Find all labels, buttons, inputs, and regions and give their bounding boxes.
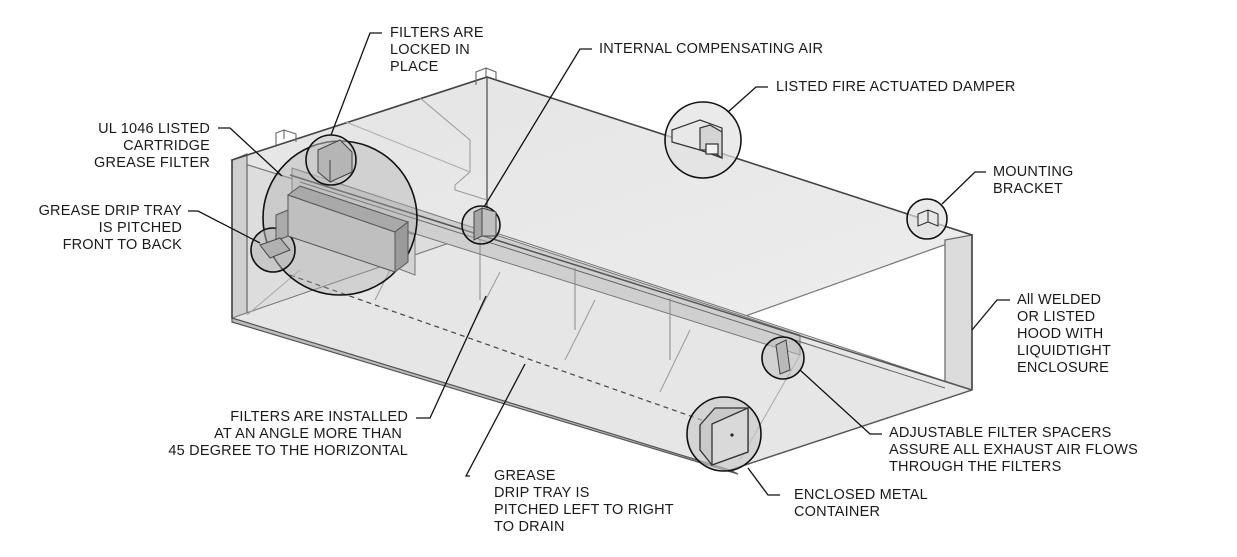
label-filters-angle: FILTERS ARE INSTALLED AT AN ANGLE MORE T… (168, 409, 408, 459)
label-welded-hood: All WELDED OR LISTED HOOD WITH LIQUIDTIG… (1017, 292, 1112, 376)
leader-filters-locked (330, 32, 382, 136)
leader-fire-damper (727, 86, 768, 113)
leader-welded-hood (971, 299, 1010, 331)
internal-air-detail (473, 207, 497, 241)
leader-mounting-bracket (941, 171, 986, 205)
drip-tray-detail (259, 237, 291, 259)
label-ul-1046-filter: UL 1046 LISTED CARTRIDGE GREASE FILTER (94, 121, 210, 171)
metal-container-detail (699, 406, 749, 466)
filter-bank-top-line-2 (299, 181, 946, 389)
label-filters-locked: FILTERS ARE LOCKED IN PLACE (390, 25, 484, 75)
label-drip-tray-front-to-back: GREASE DRIP TRAY IS PITCHED FRONT TO BAC… (38, 203, 182, 253)
leader-drip-tray-front (188, 210, 261, 244)
drip-tray-dashed-line (289, 274, 731, 431)
filter-bank-top-line (289, 174, 973, 391)
internal-baffle-outline (419, 97, 488, 201)
tray-crease (659, 329, 691, 393)
label-adjustable-spacers: ADJUSTABLE FILTER SPACERS ASSURE ALL EXH… (889, 425, 1138, 475)
hood-right-end-panel (944, 234, 973, 393)
leader-metal-container (747, 467, 780, 496)
hood-front-lip (231, 317, 739, 475)
mounting-tab (475, 67, 497, 85)
label-enclosed-metal-container: ENCLOSED METAL CONTAINER (794, 487, 928, 520)
hood-left-end-panel (231, 153, 248, 321)
ul-filter-detail (275, 185, 410, 274)
label-fire-actuated-damper: LISTED FIRE ACTUATED DAMPER (776, 79, 1016, 95)
leader-internal-air (483, 48, 592, 208)
leader-ul-filter (218, 127, 283, 177)
label-internal-compensating-air: INTERNAL COMPENSATING AIR (599, 41, 824, 57)
leader-lines (188, 32, 1010, 496)
tray-crease (564, 299, 596, 361)
hood-bottom-edge (729, 389, 973, 471)
label-mounting-bracket: MOUNTING BRACKET (993, 164, 1074, 197)
filter-lock-detail (317, 139, 353, 183)
leader-filters-angle (416, 295, 487, 419)
leader-spacers (799, 369, 882, 435)
filter-spacer-detail (775, 339, 791, 375)
mounting-tab (275, 129, 297, 145)
internal-baffle-line (345, 121, 471, 173)
fire-damper-detail (671, 119, 723, 160)
leader-drip-tray-drain (464, 363, 526, 477)
label-drip-tray-drain: GREASE DRIP TRAY IS PITCHED LEFT TO RIGH… (494, 468, 674, 535)
mounting-bracket-detail (917, 209, 939, 227)
